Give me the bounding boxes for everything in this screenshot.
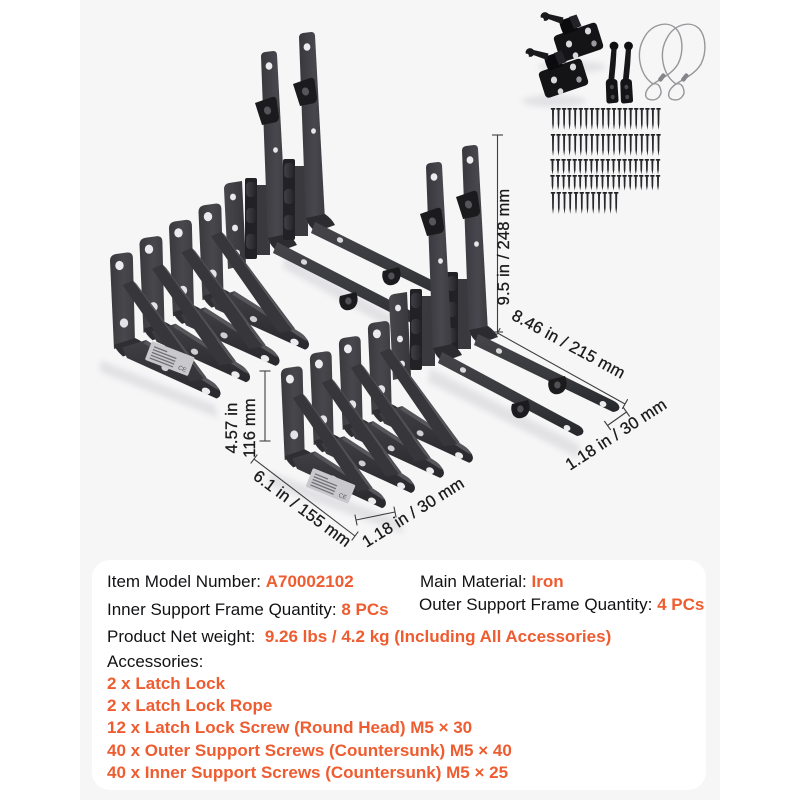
- svg-text:4.57 in: 4.57 in: [223, 403, 241, 454]
- svg-text:116 mm: 116 mm: [241, 398, 259, 458]
- svg-text:9.5 in / 248 mm: 9.5 in / 248 mm: [495, 189, 513, 306]
- svg-text:8.46 in / 215 mm: 8.46 in / 215 mm: [509, 307, 628, 383]
- svg-text:CE: CE: [337, 493, 347, 502]
- svg-text:CE: CE: [177, 365, 187, 374]
